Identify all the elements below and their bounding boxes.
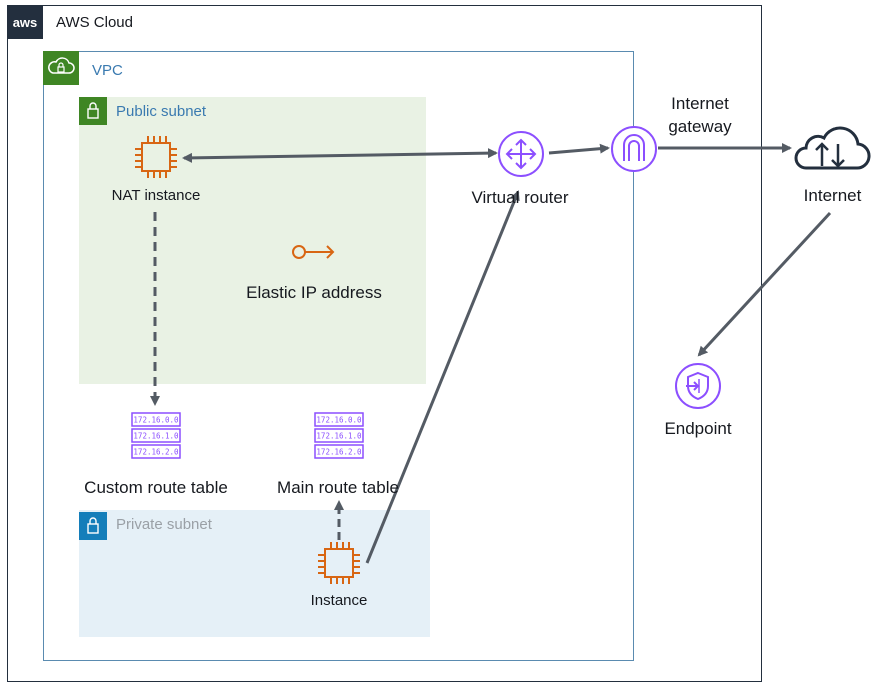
private-subnet-label: Private subnet xyxy=(116,516,212,533)
aws-cloud-label: AWS Cloud xyxy=(56,14,133,31)
virtual-router-label: Virtual router xyxy=(471,188,569,207)
endpoint-shield-icon[interactable] xyxy=(674,362,722,410)
elastic-ip-label: Elastic IP address xyxy=(246,283,382,302)
instance-label: Instance xyxy=(310,592,368,609)
private-subnet-group xyxy=(79,510,430,637)
main-route-table-icon[interactable]: 172.16.0.0 172.16.1.0 172.16.2.0 xyxy=(314,411,364,461)
internet-gateway-label-line2: gateway xyxy=(668,117,732,136)
custom-route-table-label: Custom route table xyxy=(84,478,228,497)
vpc-cloud-lock-icon xyxy=(43,51,79,85)
public-subnet-label: Public subnet xyxy=(116,103,207,120)
nat-to-router-arrow xyxy=(182,148,498,163)
nat-instance-chip-icon[interactable] xyxy=(133,134,179,180)
router-to-gateway-arrow xyxy=(548,143,610,155)
custom-route-row-2: 172.16.1.0 xyxy=(133,432,179,441)
custom-route-table-icon[interactable]: 172.16.0.0 172.16.1.0 172.16.2.0 xyxy=(131,411,181,461)
main-route-row-2: 172.16.1.0 xyxy=(316,432,362,441)
internet-gateway-icon[interactable] xyxy=(610,125,658,173)
vpc-label: VPC xyxy=(92,62,123,79)
public-subnet-lock-icon xyxy=(79,97,107,125)
aws-logo-icon: aws xyxy=(7,5,43,39)
instance-to-router-arrow xyxy=(365,190,520,564)
internet-gateway-label-line1: Internet xyxy=(671,94,729,113)
internet-label: Internet xyxy=(803,186,862,205)
aws-cloud-group xyxy=(7,5,762,682)
main-route-row-1: 172.16.0.0 xyxy=(316,416,362,425)
private-subnet-lock-icon xyxy=(79,512,107,540)
public-subnet-group xyxy=(79,97,426,384)
internet-cloud-icon[interactable] xyxy=(792,122,872,174)
instance-chip-icon[interactable] xyxy=(316,540,362,586)
custom-route-row-1: 172.16.0.0 xyxy=(133,416,179,425)
virtual-router-icon[interactable] xyxy=(497,130,545,178)
nat-instance-label: NAT instance xyxy=(111,187,201,204)
main-route-table-label: Main route table xyxy=(277,478,399,497)
main-route-row-3: 172.16.2.0 xyxy=(316,448,362,457)
endpoint-label: Endpoint xyxy=(664,419,732,438)
elastic-ip-key-icon[interactable] xyxy=(290,240,338,264)
internet-to-endpoint-arrow xyxy=(697,211,832,357)
vpc-group xyxy=(43,51,634,661)
custom-route-row-3: 172.16.2.0 xyxy=(133,448,179,457)
